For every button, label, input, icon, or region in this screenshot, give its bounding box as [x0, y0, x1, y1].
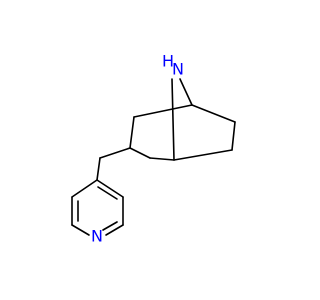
- bond-py-c2-n: [71, 224, 90, 236]
- bond-c4-c5: [149, 157, 175, 161]
- structure-diagram: H N N: [71, 52, 236, 246]
- bond-py-c4-c3: [71, 179, 98, 198]
- bond-n-c1: [179, 78, 193, 106]
- bond-py-c4-c5-double: [97, 186, 118, 200]
- bond-c3-ch2: [99, 147, 131, 159]
- bond-n-c5: [171, 78, 175, 161]
- bond-c1-c7: [191, 104, 236, 123]
- bond-ch2-c4py: [96, 157, 101, 181]
- bond-py-c6-n: [105, 224, 124, 236]
- bond-c2-c3: [129, 116, 135, 149]
- bond-c7-c6: [231, 121, 236, 151]
- molecule-canvas: H N N: [71, 52, 236, 246]
- bond-c1-c2: [133, 104, 193, 118]
- bond-py-c4-c5: [96, 179, 124, 198]
- bond-py-c6-n-double: [102, 221, 118, 231]
- pyridine-nitrogen-label: N: [91, 227, 103, 246]
- bond-c6-c5: [173, 149, 233, 161]
- bond-c3-c4: [129, 147, 151, 159]
- bridge-hydrogen-label: H: [162, 52, 174, 71]
- bridge-nitrogen-label: N: [172, 60, 184, 79]
